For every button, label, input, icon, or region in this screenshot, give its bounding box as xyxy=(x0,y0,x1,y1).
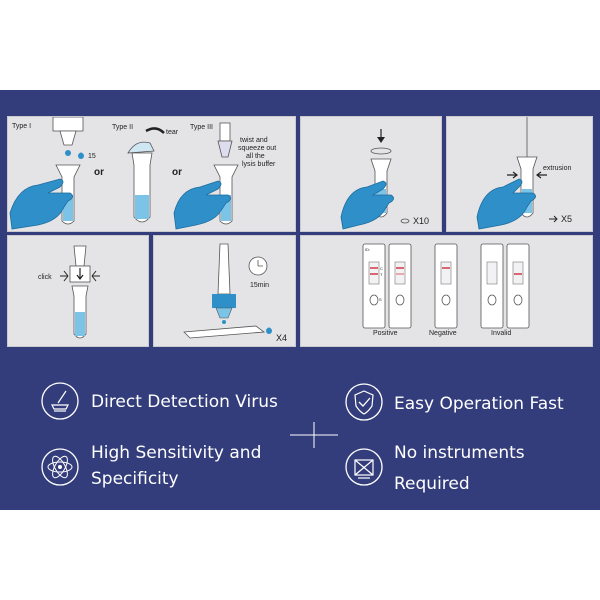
step-panel-apply-drops: 15min X4 xyxy=(153,235,296,347)
feature-easy-operation: Easy Operation Fast xyxy=(394,394,564,414)
buffer-types-illustration xyxy=(9,117,239,230)
results-illustration xyxy=(362,243,530,329)
feature-no-instruments-line2: Required xyxy=(394,474,470,494)
click-label: click xyxy=(38,274,52,281)
drop-count-x4-label: X4 xyxy=(276,333,288,343)
cassette-id-label: ID: xyxy=(365,247,371,252)
negative-label: Negative xyxy=(429,330,457,337)
step-panel-rotate-swab: X10 xyxy=(300,116,442,232)
tear-label: tear xyxy=(166,129,179,136)
step-panel-add-buffer: Type I 15 Type II tear Type III or or tw… xyxy=(7,116,296,232)
extrusion-illustration xyxy=(476,117,558,230)
plus-divider-icon xyxy=(290,422,338,448)
twist-instruction-line1: twist and xyxy=(240,137,268,144)
feature-sensitivity-line1: High Sensitivity and xyxy=(91,443,262,463)
type-one-label: Type I xyxy=(12,123,32,130)
extrusion-count-label: X5 xyxy=(561,214,573,224)
no-instrument-icon xyxy=(345,448,383,486)
or-label-2: or xyxy=(172,167,182,178)
instruction-banner: Type I 15 Type II tear Type III or or tw… xyxy=(0,90,600,510)
type-three-label: Type III xyxy=(190,124,213,131)
twist-instruction-line2: squeeze out xyxy=(238,145,277,152)
type-two-label: Type II xyxy=(112,124,134,131)
click-cap-illustration xyxy=(60,245,100,339)
or-label-1: or xyxy=(94,167,104,178)
feature-no-instruments-line1: No instruments xyxy=(394,443,525,463)
positive-label: Positive xyxy=(373,330,398,337)
test-tube-icon xyxy=(41,382,79,420)
twist-instruction-line4: lysis buffer xyxy=(242,161,276,168)
extrusion-label: extrusion xyxy=(543,165,572,172)
apply-drops-illustration xyxy=(183,243,272,339)
step-panel-click-cap: click xyxy=(7,235,149,347)
control-line-label: C xyxy=(380,266,383,271)
sample-well-label: S xyxy=(379,297,382,302)
atom-icon xyxy=(41,448,79,486)
twist-instruction-line3: all the xyxy=(246,153,265,160)
timer-label: 15min xyxy=(250,282,270,289)
feature-direct-detection: Direct Detection Virus xyxy=(91,392,278,412)
step-panel-extrusion: extrusion X5 xyxy=(446,116,593,232)
feature-sensitivity-line2: Specificity xyxy=(91,469,179,489)
rotate-count-label: X10 xyxy=(413,216,430,226)
test-line-label: T xyxy=(380,272,383,277)
invalid-label: Invalid xyxy=(491,330,512,337)
shield-check-icon xyxy=(345,383,383,421)
step-panel-results: Positive Negative Invalid ID: C T S xyxy=(300,235,593,347)
rotate-swab-illustration xyxy=(340,129,410,230)
drop-count-label: 15 xyxy=(88,153,96,160)
